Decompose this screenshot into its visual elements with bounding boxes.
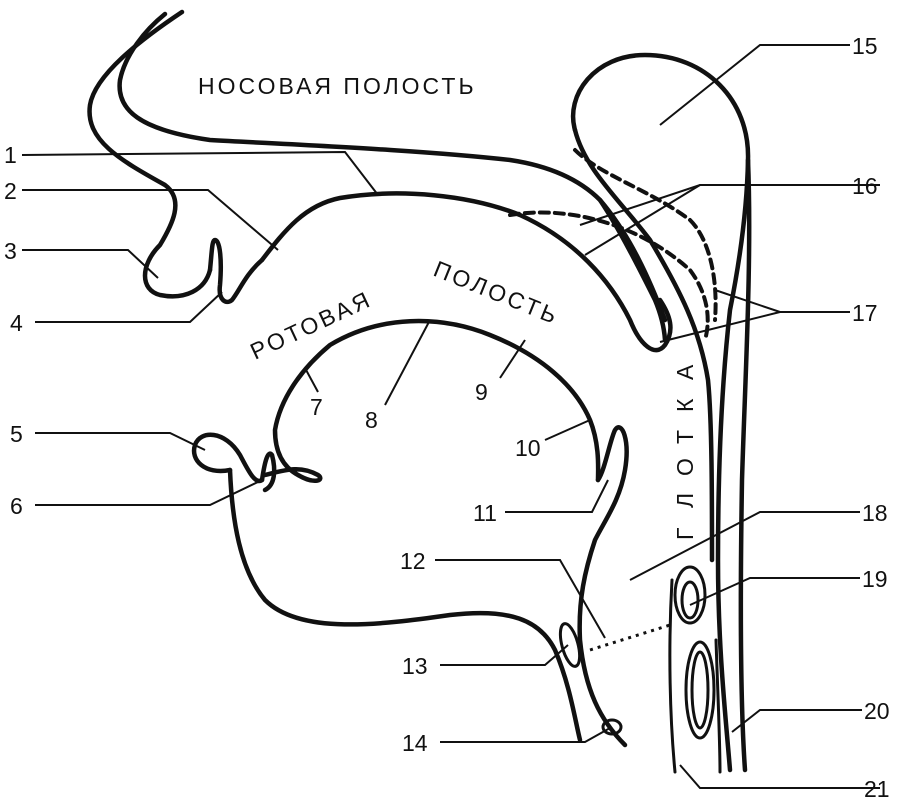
label-9: 9 bbox=[475, 379, 488, 405]
leader-17b bbox=[659, 311, 781, 343]
arytenoid-inner bbox=[680, 580, 700, 620]
vocal-cord bbox=[589, 623, 671, 652]
nasal-floor bbox=[117, 11, 668, 323]
label-6: 6 bbox=[10, 493, 23, 519]
tongue bbox=[262, 318, 601, 483]
oral-cavity-label-1: РОТОВАЯ bbox=[246, 286, 376, 365]
label-19: 19 bbox=[862, 566, 888, 592]
trachea-back bbox=[714, 638, 722, 774]
leader-18 bbox=[629, 511, 860, 581]
arytenoid bbox=[673, 565, 707, 625]
esophagus-outer bbox=[684, 640, 716, 740]
leader-8 bbox=[384, 319, 431, 406]
label-14: 14 bbox=[402, 730, 428, 756]
label-18: 18 bbox=[862, 500, 888, 526]
leader-1 bbox=[21, 150, 379, 196]
pharynx-label: Г Л О Т К А bbox=[672, 362, 698, 540]
label-8: 8 bbox=[365, 407, 378, 433]
label-15: 15 bbox=[852, 33, 878, 59]
thyroid-cartilage bbox=[558, 622, 582, 668]
leader-14 bbox=[440, 727, 611, 743]
cricoid-cartilage bbox=[601, 718, 623, 736]
pharynx-letter-6: А bbox=[672, 362, 698, 380]
leader-21 bbox=[679, 764, 880, 789]
label-5: 5 bbox=[10, 421, 23, 447]
pharynx-rear-line bbox=[738, 157, 752, 773]
label-12: 12 bbox=[400, 548, 426, 574]
label-1: 1 bbox=[4, 142, 17, 168]
label-4: 4 bbox=[10, 310, 23, 336]
pharynx-letter-2: Л bbox=[672, 490, 698, 508]
label-16: 16 bbox=[852, 173, 878, 199]
leader-7 bbox=[304, 367, 319, 393]
label-20: 20 bbox=[864, 698, 890, 724]
pharynx-letter-1: Г bbox=[672, 525, 698, 540]
nasal-cavity-label: НОСОВАЯ ПОЛОСТЬ bbox=[198, 73, 477, 99]
label-17: 17 bbox=[852, 300, 878, 326]
leader-10 bbox=[544, 419, 591, 441]
label-7: 7 bbox=[310, 394, 323, 420]
leader-11 bbox=[505, 479, 609, 513]
nose-outline bbox=[87, 9, 213, 299]
velum-raised-2 bbox=[573, 148, 718, 322]
leader-9 bbox=[499, 339, 526, 379]
esophagus-inner bbox=[690, 650, 710, 730]
pharynx-letter-5: К bbox=[672, 396, 698, 412]
leader-2 bbox=[22, 189, 279, 251]
pharynx-letter-4: Т bbox=[672, 427, 698, 444]
label-2: 2 bbox=[4, 178, 17, 204]
lower-lip bbox=[191, 432, 265, 484]
label-10: 10 bbox=[515, 435, 541, 461]
leader-12 bbox=[435, 559, 606, 639]
pharynx-letter-3: О bbox=[672, 455, 698, 476]
trachea-front bbox=[668, 578, 677, 774]
lower-teeth bbox=[259, 451, 277, 493]
jaw-throat bbox=[227, 467, 583, 743]
epiglottis bbox=[577, 425, 629, 748]
palate bbox=[259, 191, 673, 353]
label-11: 11 bbox=[473, 500, 497, 526]
leader-19 bbox=[689, 577, 860, 606]
label-21: 21 bbox=[864, 776, 890, 802]
pharynx-back-wall bbox=[572, 127, 715, 563]
nasopharynx-bulb bbox=[570, 52, 751, 773]
leader-6 bbox=[35, 479, 263, 506]
leader-16a bbox=[579, 184, 880, 226]
label-13: 13 bbox=[402, 653, 428, 679]
velum-raised-1 bbox=[508, 210, 710, 342]
leader-20 bbox=[731, 709, 862, 733]
leader-4 bbox=[35, 291, 223, 323]
oral-cavity-label-2: ПОЛОСТЬ bbox=[430, 256, 563, 330]
leader-13 bbox=[440, 644, 569, 666]
leader-5 bbox=[35, 432, 206, 451]
leader-3 bbox=[22, 249, 159, 279]
label-3: 3 bbox=[4, 238, 17, 264]
leader-16b bbox=[584, 184, 701, 256]
upper-teeth bbox=[207, 237, 265, 305]
leader-15 bbox=[659, 44, 850, 126]
